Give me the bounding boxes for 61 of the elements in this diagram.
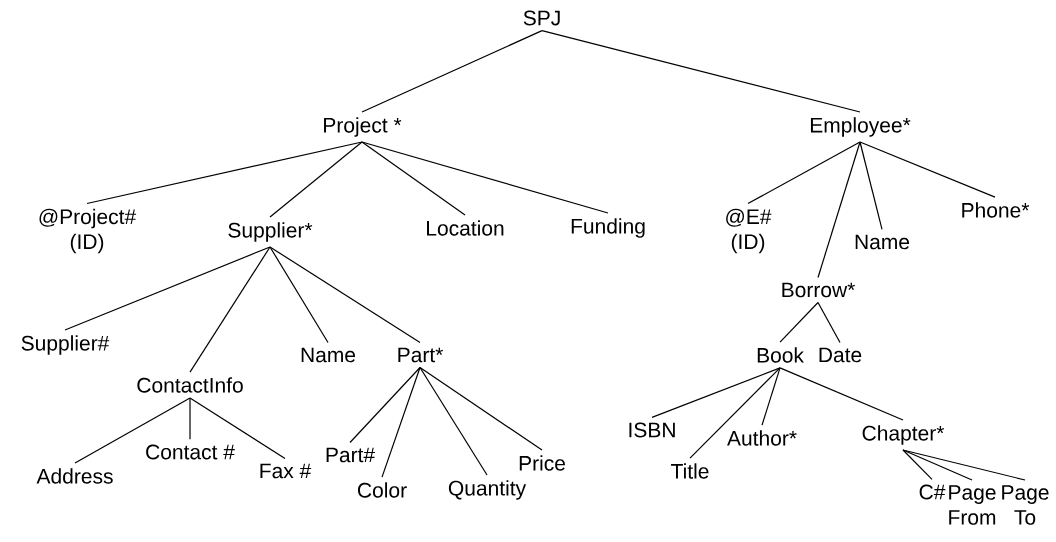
node-label: Funding: [571, 218, 645, 238]
tree-line: [817, 301, 841, 344]
tree-line: [74, 397, 191, 464]
node-label: Book: [757, 347, 804, 363]
tree-line: [381, 366, 421, 478]
tree-line: [419, 366, 488, 476]
node-label: Fax #: [260, 463, 312, 479]
node-label: Borrow*: [782, 282, 855, 298]
node-label: ISBN: [629, 422, 675, 438]
tree-line: [349, 366, 421, 444]
tree-line: [902, 449, 933, 480]
node-label: Date: [819, 347, 862, 363]
node-label: Page To: [1002, 485, 1049, 525]
node-label: Phone*: [962, 202, 1030, 218]
node-label: Title: [671, 463, 709, 479]
tree-line: [361, 141, 609, 214]
node-label: Employee*: [810, 117, 911, 137]
tree-line: [269, 246, 329, 344]
node-label: SPJ: [523, 10, 560, 26]
tree-line: [269, 246, 421, 344]
tree-line: [189, 246, 271, 373]
node-label: @Project# (ID): [39, 208, 137, 254]
node-label: Chapter*: [862, 425, 945, 445]
tree-line: [859, 141, 883, 231]
node-label: Part#: [326, 447, 375, 463]
node-label: Part*: [398, 347, 443, 363]
tree-line: [64, 246, 271, 331]
tree-line: [859, 141, 996, 198]
node-label: Supplier*: [228, 222, 313, 242]
tree-line: [761, 367, 781, 426]
tree-line: [541, 30, 861, 113]
tree-line: [361, 30, 543, 113]
node-label: Supplier#: [21, 335, 110, 355]
tree-line: [779, 301, 819, 343]
node-label: Location: [427, 220, 504, 236]
tree-line: [817, 141, 861, 279]
node-label: C#: [919, 484, 946, 500]
node-label: Color: [358, 482, 407, 498]
tree-line: [651, 367, 781, 418]
node-label: Quantity: [448, 480, 527, 500]
tree-line: [689, 367, 781, 459]
node-label: ContactInfo: [137, 377, 243, 393]
tree-line: [902, 449, 1026, 481]
tree-line: [189, 397, 191, 440]
node-label: Author*: [727, 430, 797, 446]
node-label: Price: [519, 455, 565, 471]
node-label: @E# (ID): [726, 208, 772, 254]
node-label: Page From: [949, 485, 996, 525]
tree-line: [419, 366, 543, 451]
node-label: Project *: [324, 117, 402, 137]
tree-line: [189, 397, 286, 460]
tree-line: [269, 141, 363, 218]
node-label: Contact #: [146, 444, 235, 460]
tree-line: [902, 449, 973, 481]
tree-line: [86, 141, 363, 205]
node-label: Name: [301, 347, 356, 363]
node-label: Name: [855, 234, 910, 250]
node-label: Address: [36, 468, 113, 484]
tree-line: [361, 141, 466, 216]
tree-line: [747, 141, 861, 205]
tree-line: [779, 367, 904, 421]
